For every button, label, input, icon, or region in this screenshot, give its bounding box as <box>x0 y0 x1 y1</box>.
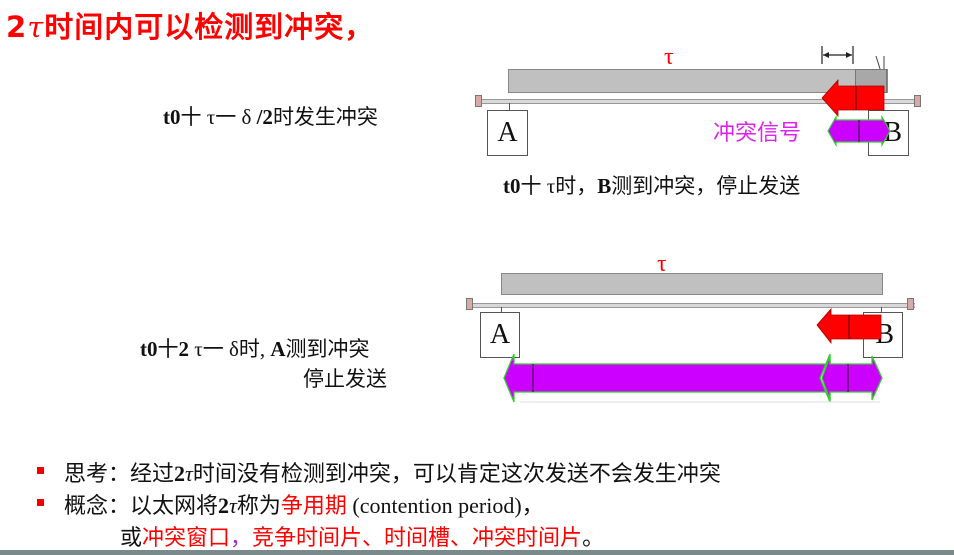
bottom-red-frame-arrow-icon <box>816 307 882 345</box>
bullet-marker <box>37 499 44 506</box>
caption-half: /2 <box>256 105 273 129</box>
caption-mid: 十 τ时， <box>520 174 598 198</box>
line2-end: 。 <box>582 525 605 550</box>
top-red-frame-arrow-icon <box>821 78 885 118</box>
bullet-prefix: 概念：以太网将 <box>64 493 219 518</box>
term-synonyms: 竞争时间片、时间槽、冲突时间片 <box>252 525 583 550</box>
top-collision-signal-arrow-icon <box>827 114 891 148</box>
bullet-marker <box>37 467 44 474</box>
bullet-bold: 2 <box>174 461 186 486</box>
top-bottom-caption: t0十 τ时，B测到冲突，停止发送 <box>503 170 800 200</box>
caption-tail: 测到冲突 <box>285 337 370 361</box>
bullet-tau: τ <box>229 493 237 518</box>
bullet-text: 时间没有检测到冲突，可以肯定这次发送不会发生冲突 <box>192 461 721 486</box>
slide-title: 2τ时间内可以检测到冲突， <box>6 4 374 46</box>
collision-signal-label: 冲突信号 <box>713 121 802 146</box>
top-tau-label: τ <box>664 44 674 70</box>
bottom-right-terminator <box>907 298 914 310</box>
caption-mid: τ一 δ时, <box>189 337 271 361</box>
bottom-stub-a <box>501 307 502 313</box>
bullet-think: 思考：经过2τ时间没有检测到冲突，可以肯定这次发送不会发生冲突 <box>64 456 721 488</box>
caption-t0: t0 <box>503 174 521 198</box>
caption-t0: t0 <box>140 337 158 361</box>
top-bus-cable <box>480 99 920 104</box>
bottom-rule <box>0 550 954 555</box>
bottom-propagation-bar <box>501 273 883 295</box>
top-propagation-bar <box>508 69 888 93</box>
caption-tail: 时发生冲突 <box>272 105 378 129</box>
title-tau: τ <box>27 10 45 44</box>
top-stub-a <box>509 103 510 111</box>
bottom-bus-cable <box>470 303 915 308</box>
bottom-left-caption-line2: 停止发送 <box>303 367 387 391</box>
bottom-station-a: A <box>480 312 520 358</box>
caption-tail: 测到冲突，停止发送 <box>611 174 801 198</box>
bottom-station-b: B <box>863 312 903 358</box>
bullet-bold: 2 <box>218 493 230 518</box>
bullet-concept-line2: 或冲突窗口，竞争时间片、时间槽、冲突时间片。 <box>120 520 604 552</box>
caption-t0: t0 <box>163 105 181 129</box>
top-right-terminator <box>914 95 921 107</box>
line2-comma: ， <box>230 525 253 550</box>
caption-b: B <box>597 174 612 198</box>
top-left-caption: t0十 τ一 δ /2时发生冲突 <box>163 101 378 131</box>
bullet-mid: 称为 <box>236 493 281 518</box>
term-collision-window: 冲突窗口 <box>142 525 231 550</box>
bullet-prefix: 思考：经过 <box>64 461 175 486</box>
bottom-tau-label: τ <box>657 251 667 277</box>
bottom-left-terminator <box>466 298 473 310</box>
line2-prefix: 或 <box>120 525 143 550</box>
bullet-tau: τ <box>185 461 193 486</box>
caption-2: 2 <box>178 337 190 361</box>
top-station-a: A <box>487 110 528 156</box>
caption-plus: 十 <box>157 337 179 361</box>
top-left-terminator <box>475 95 482 107</box>
caption-a: A <box>270 337 286 361</box>
bullet-concept: 概念：以太网将2τ称为争用期 (contention period)， <box>64 488 544 520</box>
title-text: 时间内可以检测到冲突， <box>44 10 375 44</box>
bottom-left-caption-line1: t0十2 τ一 δ时, A测到冲突 <box>140 333 370 363</box>
term-contention-period: 争用期 <box>280 493 347 518</box>
bottom-stub-b <box>881 307 882 313</box>
caption-rest: 十 τ一 δ <box>180 105 257 129</box>
title-prefix: 2 <box>6 10 28 44</box>
bottom-collision-signal-arrow-icon <box>503 353 883 403</box>
bullet-english: (contention period)， <box>346 493 544 518</box>
